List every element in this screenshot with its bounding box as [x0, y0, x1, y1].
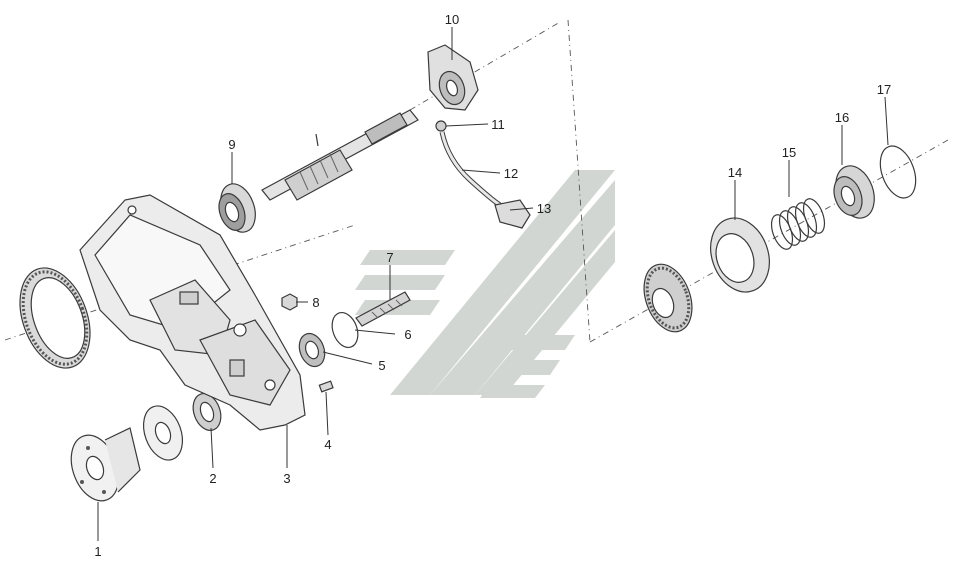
- part-pin: [318, 380, 334, 393]
- part-gear: [643, 263, 693, 333]
- part-housing: [79, 194, 306, 431]
- right-axis-line: [589, 139, 949, 343]
- leader-11: [445, 123, 489, 127]
- callout-14: 14: [728, 165, 742, 180]
- callout-2: 2: [209, 471, 216, 486]
- part-washer: [142, 405, 184, 461]
- part-ring-gear: [19, 267, 91, 369]
- leader-2: [210, 427, 214, 469]
- part-spring: [770, 198, 826, 250]
- callout-16: 16: [835, 110, 849, 125]
- leader-13: [509, 207, 534, 211]
- callout-12: 12: [504, 166, 518, 181]
- part-connector: [494, 199, 531, 229]
- part-snap-ring-large: [879, 145, 917, 199]
- part-hub: [833, 165, 875, 219]
- part-bolt-small: [435, 120, 447, 132]
- callout-6: 6: [404, 327, 411, 342]
- watermark-logo: [355, 170, 615, 398]
- part-shaft-bearing: [218, 183, 256, 233]
- callout-4: 4: [324, 437, 331, 452]
- callout-3: 3: [283, 471, 290, 486]
- callout-17: 17: [877, 82, 891, 97]
- part-cover-plate: [427, 44, 479, 111]
- callout-labels: 1 2 3 4 5 6 7 8 9 10 11 12 13 14 15 16 1…: [94, 12, 891, 559]
- leader-lines: [97, 27, 889, 541]
- callout-11: 11: [491, 117, 505, 132]
- part-oil-seal: [192, 393, 222, 431]
- callout-15: 15: [782, 145, 796, 160]
- part-flange: [70, 427, 141, 502]
- callout-9: 9: [228, 137, 235, 152]
- part-snap-ring-small: [331, 311, 359, 349]
- part-main-shaft: [261, 109, 419, 201]
- part-nut: [281, 293, 298, 311]
- callout-13: 13: [537, 201, 551, 216]
- part-bearing-small: [298, 332, 326, 368]
- part-worm-shaft: [355, 291, 411, 327]
- leader-17: [884, 96, 889, 146]
- callout-8: 8: [312, 295, 319, 310]
- part-tube: [439, 131, 502, 208]
- leader-4: [325, 391, 329, 436]
- leader-12: [461, 169, 501, 174]
- callout-10: 10: [445, 12, 459, 27]
- callout-7: 7: [386, 250, 393, 265]
- callout-5: 5: [378, 358, 385, 373]
- leader-5: [322, 351, 373, 365]
- callout-1: 1: [94, 544, 101, 559]
- part-clutch-ring: [710, 217, 770, 293]
- leader-6: [354, 329, 396, 335]
